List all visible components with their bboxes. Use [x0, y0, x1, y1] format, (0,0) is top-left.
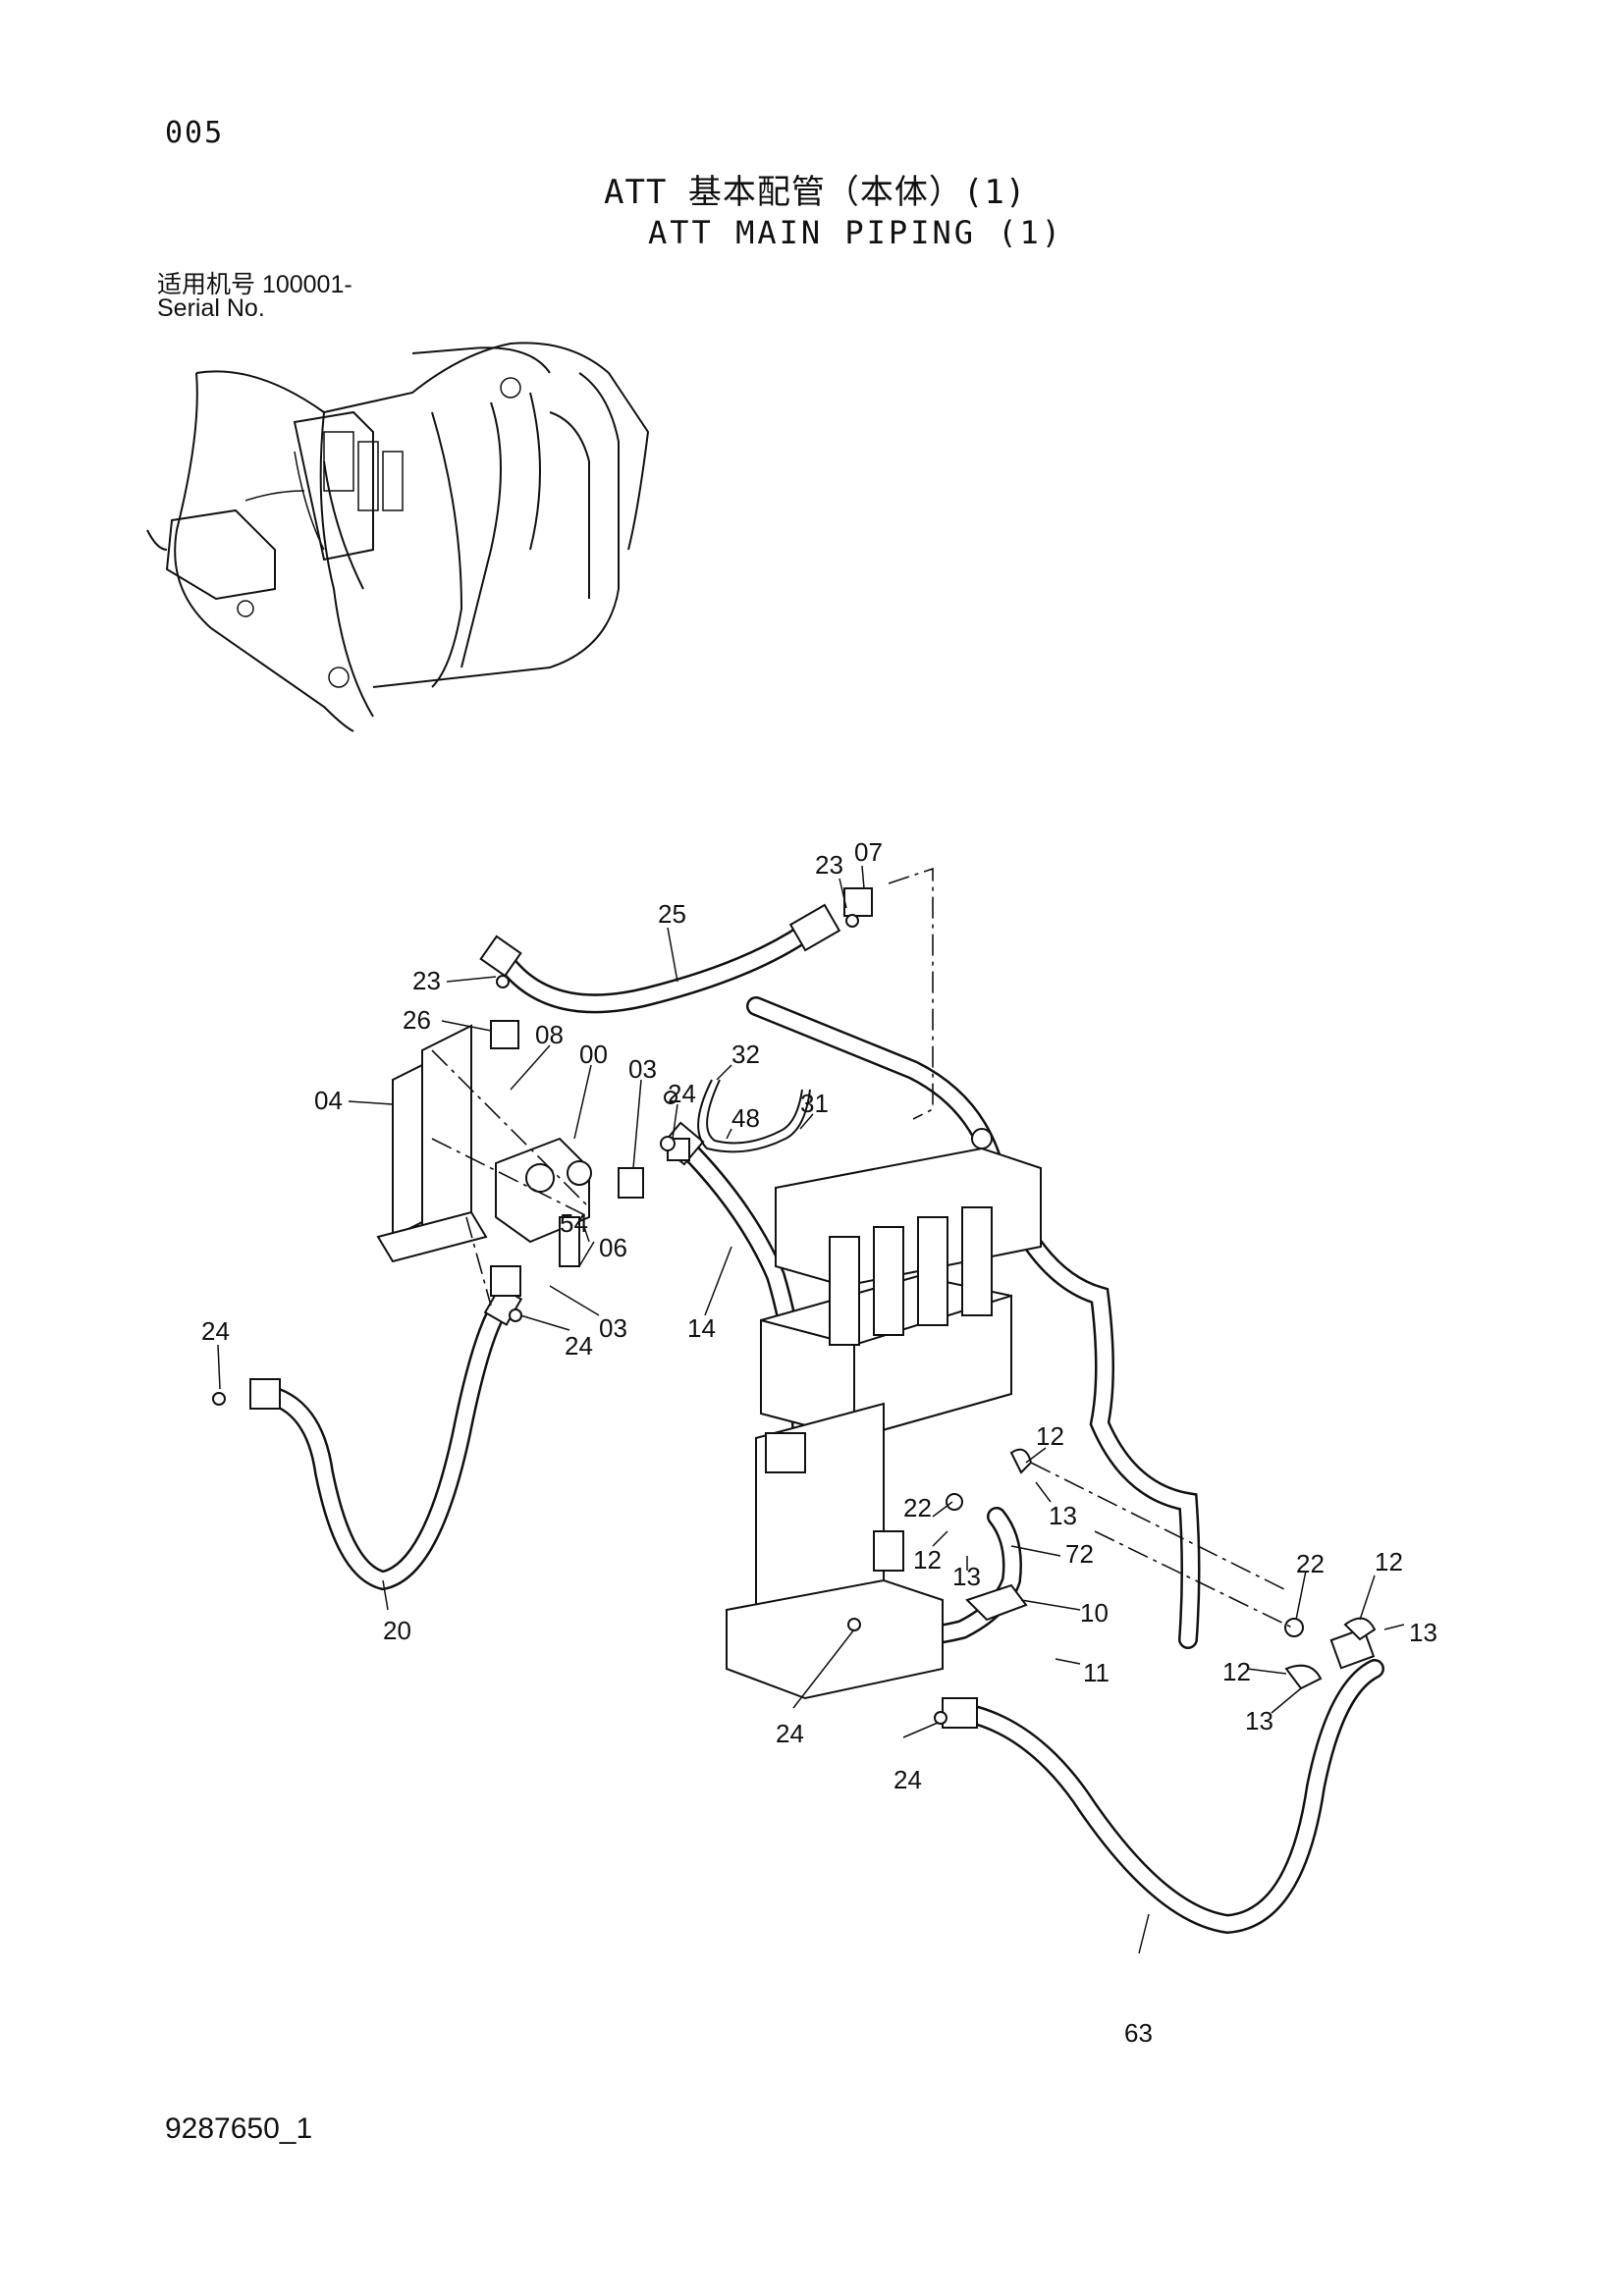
callout-20: 20 [383, 1616, 411, 1645]
callout-13: 13 [1245, 1706, 1273, 1735]
callout-32: 32 [731, 1040, 760, 1069]
callout-04: 04 [314, 1086, 343, 1115]
callout-08: 08 [535, 1020, 564, 1049]
callout-48: 48 [731, 1103, 760, 1133]
callout-24: 24 [776, 1719, 804, 1748]
callout-24: 24 [201, 1316, 230, 1346]
page-number: 005 [165, 116, 225, 150]
page-title-english: ATT MAIN PIPING (1) [648, 214, 1064, 251]
callout-12: 12 [913, 1545, 942, 1575]
leader-lines [217, 865, 1405, 1954]
callout-12: 12 [1222, 1657, 1251, 1686]
callout-23: 23 [815, 850, 843, 880]
reference-lines [431, 867, 1297, 1630]
callout-23: 23 [412, 966, 441, 995]
callout-10: 10 [1080, 1598, 1109, 1628]
serial-number-label-english: Serial No. [157, 294, 265, 322]
callout-31: 31 [800, 1089, 829, 1118]
callout-06: 06 [599, 1233, 627, 1262]
valve-00-and-bracket-04 [376, 887, 873, 1297]
part-callouts: 07 23 25 23 26 08 00 03 32 24 31 48 04 5… [201, 837, 1437, 2048]
hose-48 [697, 1079, 811, 1153]
callout-25: 25 [658, 899, 686, 929]
callout-26: 26 [403, 1005, 431, 1035]
callout-22: 22 [1296, 1549, 1325, 1578]
callout-14: 14 [687, 1313, 716, 1343]
callout-00: 00 [579, 1040, 608, 1069]
control-valve-block [726, 1147, 1042, 1700]
callout-24: 24 [668, 1079, 696, 1108]
callout-13: 13 [952, 1562, 981, 1591]
callout-24: 24 [893, 1765, 922, 1794]
callout-07: 07 [854, 837, 883, 867]
callout-22: 22 [903, 1493, 932, 1522]
callout-03: 03 [628, 1054, 657, 1084]
callout-63: 63 [1124, 2018, 1153, 2048]
callout-12: 12 [1036, 1421, 1064, 1451]
callout-13: 13 [1409, 1618, 1437, 1647]
page-title-japanese: ATT 基本配管（本体）(1) [604, 173, 1027, 212]
hose-20 [249, 1285, 523, 1591]
return-pipe [746, 996, 1201, 1649]
callout-24: 24 [565, 1331, 593, 1361]
callout-03: 03 [599, 1313, 627, 1343]
serial-number-label-japanese: 适用机号 100001- [157, 271, 352, 298]
callout-72: 72 [1065, 1539, 1094, 1569]
callout-11: 11 [1083, 1658, 1110, 1687]
document-number: 9287650_1 [165, 2112, 313, 2145]
hose-25 [479, 903, 841, 1014]
callout-13: 13 [1049, 1501, 1077, 1530]
callout-12: 12 [1375, 1547, 1403, 1576]
callout-54: 54 [560, 1208, 588, 1238]
